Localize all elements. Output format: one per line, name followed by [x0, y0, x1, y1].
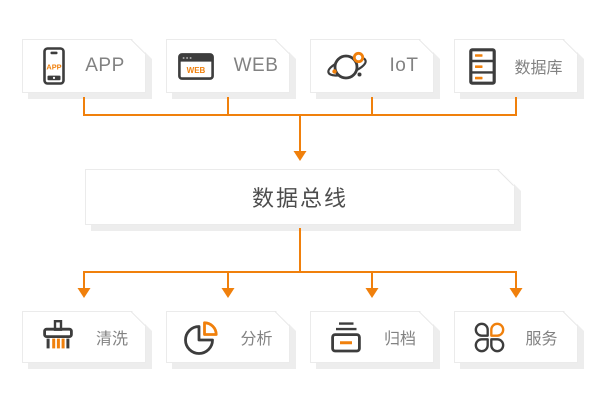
services-icon: [474, 322, 505, 353]
arrowhead-to-service: [509, 288, 523, 298]
browser-icon: WEB: [178, 53, 214, 80]
consumer-card-archive: 归档: [310, 311, 434, 363]
brush-icon: [40, 319, 76, 355]
source-label-app: APP: [85, 55, 125, 76]
data-bus-card: 数据总线: [85, 169, 515, 225]
source-card-app: APP APP: [22, 39, 146, 93]
database-icon: [469, 48, 496, 85]
smartphone-icon-text: APP: [47, 63, 62, 72]
consumer-label-clean: 清洗: [95, 331, 128, 348]
arrowhead-to-analyze: [221, 288, 235, 298]
source-label-database: 数据库: [514, 60, 563, 77]
source-card-database: 数据库: [454, 39, 578, 93]
arrowhead-to-archive: [365, 288, 379, 298]
source-card-web: WEB WEB: [166, 39, 290, 93]
sources-to-bus-connector: [83, 97, 517, 153]
bus-to-consumers-connector: [83, 228, 517, 290]
arrowhead-to-bus: [293, 151, 307, 161]
source-label-iot: IoT: [389, 55, 419, 76]
arrowhead-to-clean: [77, 288, 91, 298]
consumer-label-analyze: 分析: [240, 331, 273, 348]
consumer-card-analyze: 分析: [166, 311, 290, 363]
consumer-label-archive: 归档: [383, 331, 416, 348]
pie-chart-icon: [183, 319, 220, 356]
archive-icon: [328, 321, 364, 354]
consumer-card-service: 服务: [454, 311, 578, 363]
source-label-web: WEB: [233, 55, 279, 76]
source-card-iot: IoT: [310, 39, 434, 93]
consumer-card-clean: 清洗: [22, 311, 146, 363]
consumer-label-service: 服务: [525, 331, 558, 348]
data-bus-title: 数据总线: [251, 186, 348, 211]
iot-planet-icon: [326, 50, 370, 83]
browser-icon-text: WEB: [186, 66, 205, 75]
smartphone-icon: APP: [43, 47, 65, 85]
